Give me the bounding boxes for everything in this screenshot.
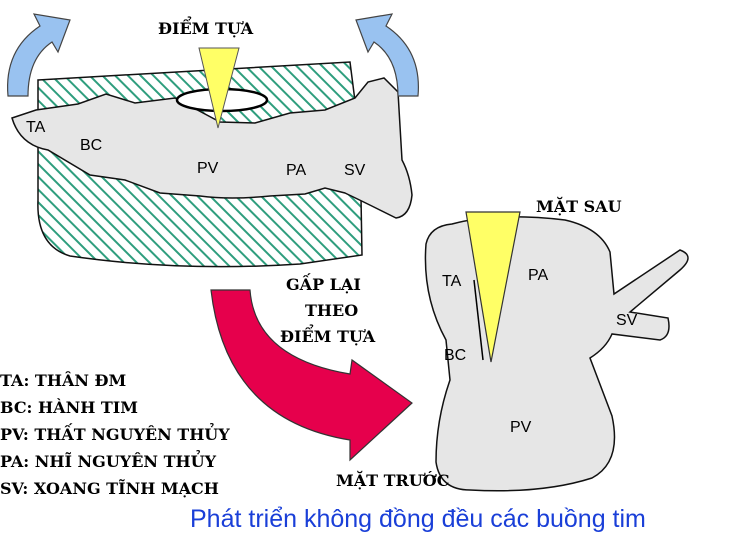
heart-label-pa: PA [528, 267, 548, 284]
heart-label-sv: SV [616, 312, 638, 329]
tube-label-pa: PA [286, 162, 306, 179]
legend: TA: THÂN ĐM BC: HÀNH TIM PV: THẤT NGUYÊN… [0, 370, 230, 498]
back-face-label: MẶT SAU [536, 196, 622, 216]
legend-item-sv: SV: XOANG TĨNH MẠCH [0, 477, 219, 498]
legend-item-pv: PV: THẤT NGUYÊN THỦY [0, 421, 230, 444]
tube-label-ta: TA [26, 119, 46, 136]
tube-label-pv: PV [197, 160, 219, 177]
straight-heart-tube [11, 77, 413, 219]
fulcrum-pointer-right [465, 211, 521, 363]
caption: Phát triển không đồng đều các buồng tim [190, 505, 646, 533]
tube-label-sv: SV [344, 162, 366, 179]
heart-label-bc: BC [444, 347, 466, 364]
fulcrum-label: ĐIỂM TỰA [158, 15, 254, 38]
fold-text-line2: THEO [305, 301, 358, 320]
tube-label-bc: BC [80, 137, 102, 154]
fold-text-line3: ĐIỂM TỰA [280, 323, 376, 346]
heart-label-pv: PV [510, 419, 532, 436]
heart-label-ta: TA [442, 273, 462, 290]
legend-item-pa: PA: NHĨ NGUYÊN THỦY [0, 448, 217, 471]
fulcrum-pointer-left [198, 47, 240, 129]
legend-item-bc: BC: HÀNH TIM [0, 397, 138, 417]
fold-arrow-icon [210, 289, 413, 462]
front-face-label: MẶT TRƯỚC [336, 470, 449, 490]
curved-arrow-right-icon [355, 13, 419, 97]
curved-arrow-left-icon [7, 13, 71, 97]
fold-crease [473, 279, 484, 361]
fold-text-line1: GẤP LẠI [286, 272, 361, 294]
legend-item-ta: TA: THÂN ĐM [0, 370, 126, 390]
